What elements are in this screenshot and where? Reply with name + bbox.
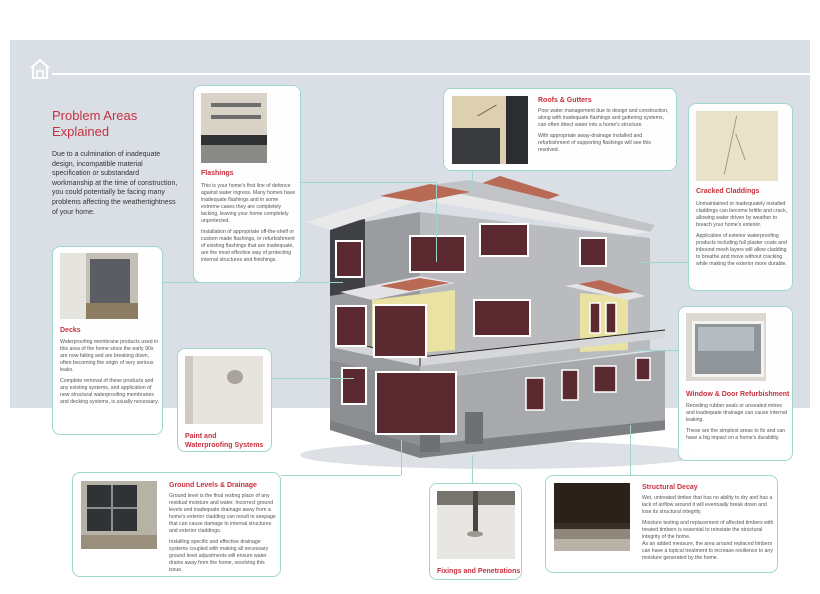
flashings-text-2: Installation of appropriate off-the-shel…	[201, 229, 295, 263]
flashings-text-1: This is your home's first line of defenc…	[201, 183, 296, 224]
intro-text: Due to a culmination of inadequate desig…	[52, 151, 178, 216]
home-icon	[30, 58, 50, 79]
card-structural-decay: Structural Decay Wet, untreated timber t…	[545, 475, 778, 573]
flashings-title: Flashings	[201, 170, 234, 177]
flashings-photo	[201, 93, 267, 163]
connector-line	[401, 440, 402, 475]
ground-text-1: Ground level is the final resting place …	[169, 493, 276, 534]
decay-text-1: Wet, untreated timber that has no abilit…	[642, 495, 773, 515]
roofs-text-2: With appropriate away-drainage installed…	[538, 133, 652, 153]
decks-photo	[60, 253, 138, 319]
decay-text-3: As an added measure, the area around rep…	[642, 541, 773, 561]
connector-line	[436, 182, 437, 262]
card-roofs-gutters: Roofs & Gutters Poor water management du…	[443, 88, 677, 171]
ground-photo	[81, 481, 157, 549]
connector-line	[264, 378, 354, 379]
paint-title: Paint and Waterproofing Systems	[185, 432, 263, 450]
connector-line	[281, 475, 401, 476]
card-ground-drainage: Ground Levels & Drainage Ground level is…	[72, 472, 281, 577]
page-title-line1: Problem Areas	[52, 108, 138, 123]
claddings-text-1: Unmaintained or inadequately installed c…	[696, 201, 788, 228]
connector-line	[630, 425, 631, 477]
decay-title: Structural Decay	[642, 484, 698, 491]
intro-section: Problem Areas Explained Due to a culmina…	[52, 108, 182, 217]
decay-text-2: Moisture testing and replacement of affe…	[642, 520, 774, 540]
claddings-title: Cracked Claddings	[696, 188, 760, 195]
decks-title: Decks	[60, 327, 81, 334]
claddings-text-2: Application of exterior waterproofing pr…	[696, 233, 787, 267]
card-paint-waterproofing: Paint and Waterproofing Systems	[177, 348, 272, 452]
connector-line	[635, 350, 679, 351]
window-title: Window & Door Refurbishment	[686, 391, 790, 398]
card-flashings: Flashings This is your home's first line…	[193, 85, 301, 283]
ground-title: Ground Levels & Drainage	[169, 482, 257, 489]
window-text-1: Receding rubber seals or unsealed mitres…	[686, 403, 787, 423]
card-window-door: Window & Door Refurbishment Receding rub…	[678, 306, 793, 461]
fixings-title: Fixings and Penetrations	[437, 568, 521, 575]
paint-photo	[185, 356, 263, 424]
connector-line	[640, 262, 688, 263]
card-fixings: Fixings and Penetrations	[429, 483, 522, 580]
roofs-photo	[452, 96, 528, 164]
decay-photo	[554, 483, 630, 551]
header-divider	[52, 73, 810, 75]
connector-line	[472, 455, 473, 483]
ground-text-2: Installing specific and effective draina…	[169, 539, 269, 573]
decks-text-1: Waterproofing membrane products used in …	[60, 339, 159, 373]
window-text-2: These are the simplest areas to fix and …	[686, 428, 786, 441]
window-photo	[686, 313, 766, 381]
paint-title-line1: Paint and	[185, 433, 217, 440]
card-decks: Decks Waterproofing membrane products us…	[52, 246, 163, 435]
fixings-photo	[437, 491, 515, 559]
page-title: Problem Areas Explained	[52, 108, 182, 140]
paint-title-line2: Waterproofing Systems	[185, 442, 264, 449]
roofs-text-1: Poor water management due to design and …	[538, 108, 669, 128]
connector-line	[300, 182, 436, 183]
claddings-photo	[696, 111, 778, 181]
roofs-title: Roofs & Gutters	[538, 97, 592, 104]
card-cracked-claddings: Cracked Claddings Unmaintained or inadeq…	[688, 103, 793, 291]
page-title-line2: Explained	[52, 124, 110, 139]
decks-text-2: Complete removal of these products and a…	[60, 378, 159, 405]
